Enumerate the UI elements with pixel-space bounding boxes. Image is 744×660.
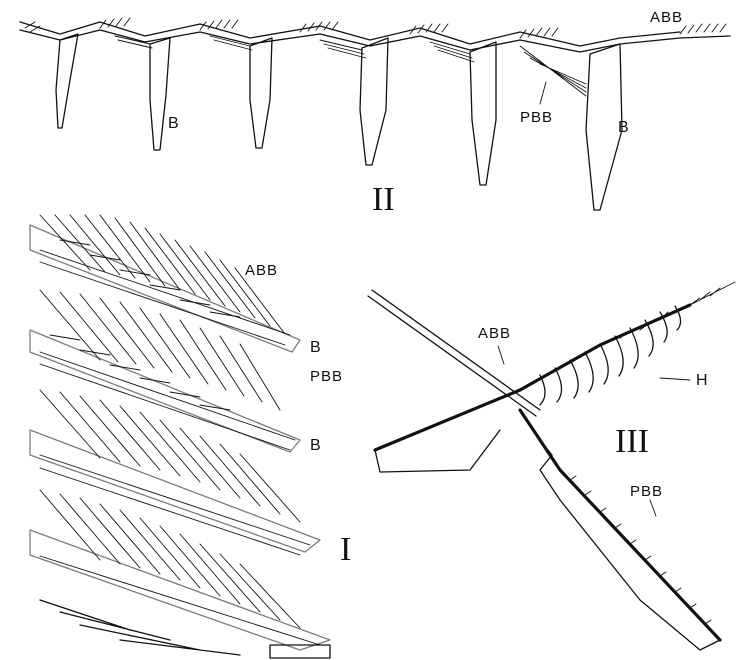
panel-ii-label-abb: ABB — [650, 9, 683, 26]
panel-ii-barb-3 — [250, 38, 272, 148]
panel-i-label-abb: ABB — [245, 262, 278, 279]
panel-ii-barb-2 — [150, 38, 170, 150]
panel-ii-barb-6 — [586, 44, 622, 210]
panel-ii-barb-1 — [56, 34, 78, 128]
panel-iii-label-h: H — [696, 372, 708, 389]
panel-ii-proximal-barbules — [115, 36, 586, 96]
panel-ii-label-pbb: PBB — [520, 109, 553, 126]
panel-iii-barbule-detail: ABB H PBB III — [368, 282, 735, 650]
panel-iii-label-abb: ABB — [478, 325, 511, 342]
panel-ii-barbule-hairs — [25, 18, 726, 38]
panel-i-label-b-lower: B — [310, 437, 321, 454]
panel-iii-numeral: III — [615, 423, 649, 460]
panel-i-vane-drawing: ABB B PBB B I — [30, 215, 351, 658]
panel-i-lower-blades — [40, 600, 330, 658]
panel-i-barbules-band-4 — [40, 490, 320, 645]
panel-iii-pbb-pointer — [650, 500, 656, 516]
panel-ii-barb-row: ABB B PBB B II — [20, 9, 730, 218]
panel-ii-label-b-left: B — [168, 115, 179, 132]
panel-i-label-pbb: PBB — [310, 368, 343, 385]
panel-ii-barb-4 — [360, 38, 388, 165]
panel-iii-h-pointer — [660, 378, 690, 380]
panel-iii-hooklets — [540, 306, 681, 405]
panel-ii-numeral: II — [372, 181, 395, 218]
panel-iii-abb-pointer — [498, 346, 504, 364]
panel-i-label-b-upper: B — [310, 339, 321, 356]
panel-i-numeral: I — [340, 531, 351, 568]
panel-ii-label-b-right: B — [618, 119, 629, 136]
panel-ii-barb-5 — [470, 42, 496, 185]
panel-iii-label-pbb: PBB — [630, 483, 663, 500]
panel-i-barbules-band-1 — [40, 215, 290, 345]
panel-ii-pbb-pointer — [540, 82, 546, 104]
